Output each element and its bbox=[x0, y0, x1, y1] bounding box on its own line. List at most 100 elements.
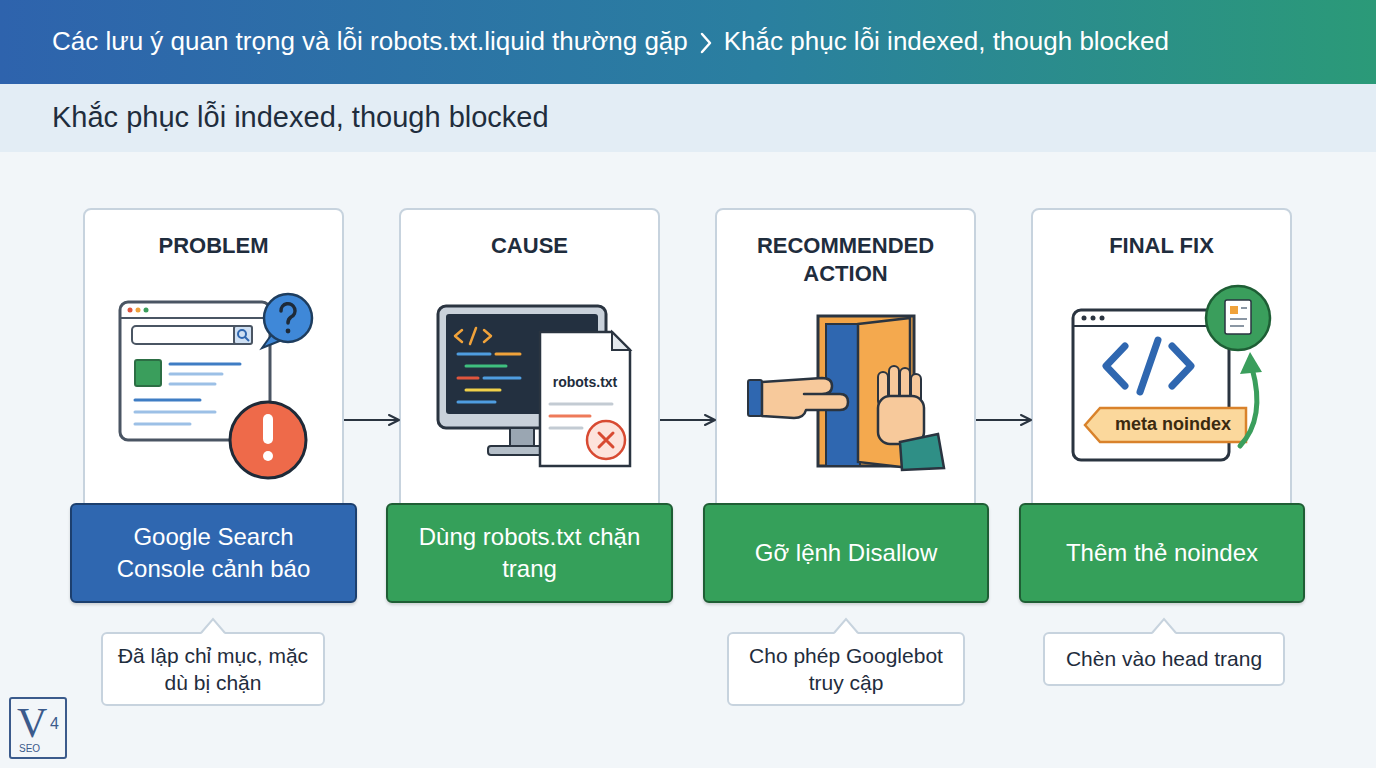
noindex-code-icon bbox=[1230, 306, 1238, 314]
node-text: Đã lập chỉ mục, mặc dù bị chặn bbox=[115, 642, 311, 697]
search-warning-icon bbox=[230, 402, 306, 478]
node-text: Google Search Console cảnh báo bbox=[102, 521, 325, 584]
search-warning-icon bbox=[135, 423, 190, 426]
search-warning-icon bbox=[135, 360, 161, 386]
search-warning-icon bbox=[238, 330, 246, 338]
open-door-icon bbox=[748, 316, 944, 470]
step-label: Thêm thẻ noindex bbox=[1019, 503, 1305, 603]
noindex-code-icon bbox=[1082, 316, 1087, 321]
robots-block-icon bbox=[438, 306, 630, 466]
noindex-code-icon bbox=[1230, 325, 1244, 327]
open-door-icon bbox=[762, 378, 848, 418]
noindex-code-icon bbox=[1100, 316, 1105, 321]
callout-tail bbox=[834, 619, 858, 633]
node-text: Dùng robots.txt chặn trang bbox=[418, 521, 641, 584]
open-door-icon bbox=[826, 324, 860, 466]
breadcrumb-band bbox=[0, 0, 1376, 84]
step-card: FINAL FIX bbox=[1031, 208, 1292, 518]
open-door-icon bbox=[900, 368, 910, 404]
open-door-icon bbox=[748, 380, 762, 416]
robots-block-icon bbox=[466, 365, 506, 368]
noindex-code-icon bbox=[1241, 307, 1247, 309]
search-warning-icon bbox=[135, 411, 215, 414]
noindex-code-icon bbox=[1240, 368, 1257, 446]
robots-block-icon bbox=[540, 332, 630, 466]
robots-block-icon bbox=[510, 428, 534, 446]
callout-note: Cho phép Googlebot truy cập bbox=[727, 632, 965, 706]
callout-tail bbox=[201, 619, 225, 634]
callout-tail bbox=[834, 619, 858, 634]
search-warning-icon bbox=[120, 317, 270, 319]
callout-tail bbox=[201, 619, 225, 633]
page-title: Khắc phục lỗi indexed, though blocked bbox=[52, 101, 549, 134]
node-text: Gỡ lệnh Disallow bbox=[755, 537, 937, 569]
open-door-icon bbox=[900, 434, 944, 470]
callout-tail bbox=[1152, 619, 1176, 633]
search-warning-icon bbox=[264, 294, 312, 342]
node-text: CAUSE bbox=[421, 232, 638, 260]
flow-arrow bbox=[660, 419, 715, 421]
search-warning-icon bbox=[245, 337, 249, 341]
open-door-icon bbox=[889, 366, 899, 404]
search-warning-icon bbox=[136, 308, 141, 313]
callout-note: Chèn vào head trang bbox=[1043, 632, 1285, 686]
noindex-code-icon bbox=[1206, 286, 1270, 350]
search-warning-icon bbox=[120, 302, 270, 440]
open-door-icon bbox=[878, 372, 888, 406]
open-door-icon bbox=[858, 318, 910, 468]
noindex-code-icon bbox=[1073, 310, 1229, 460]
noindex-code-icon bbox=[1073, 325, 1229, 327]
search-warning-icon bbox=[281, 304, 295, 323]
search-warning-icon bbox=[128, 308, 133, 313]
step-card: CAUSE bbox=[399, 208, 660, 518]
search-warning-icon bbox=[144, 308, 149, 313]
step-label: Google Search Console cảnh báo bbox=[70, 503, 357, 603]
robots-block-icon bbox=[438, 306, 606, 428]
step-label: Gỡ lệnh Disallow bbox=[703, 503, 989, 603]
node-text: Thêm thẻ noindex bbox=[1066, 537, 1258, 569]
robots-block-icon bbox=[496, 353, 520, 356]
robots-block-icon bbox=[466, 389, 500, 392]
search-warning-icon bbox=[132, 326, 252, 344]
callout-tail bbox=[201, 619, 1176, 634]
node-text: Chèn vào head trang bbox=[1066, 645, 1262, 672]
watermark-frame bbox=[10, 698, 66, 758]
robots-block-icon bbox=[612, 332, 630, 350]
noindex-code-icon bbox=[1240, 352, 1262, 374]
search-warning-icon bbox=[234, 326, 252, 344]
step-card: RECOMMENDED ACTION bbox=[715, 208, 976, 518]
watermark-text: SEO bbox=[19, 743, 40, 755]
search-warning-icon bbox=[263, 414, 273, 444]
search-warning-icon bbox=[170, 363, 240, 366]
noindex-code-icon bbox=[1073, 286, 1270, 460]
robots-block-icon bbox=[550, 403, 612, 406]
noindex-code-icon bbox=[1106, 340, 1191, 392]
search-warning-icon bbox=[170, 373, 222, 376]
flow-arrow bbox=[344, 419, 399, 421]
noindex-code-icon bbox=[1225, 300, 1251, 334]
search-warning-icon bbox=[170, 383, 215, 386]
flow-arrow bbox=[976, 419, 1031, 421]
robots-block-icon bbox=[550, 427, 582, 430]
robots-block-icon bbox=[458, 377, 478, 380]
node-text: FINAL FIX bbox=[1053, 232, 1270, 260]
robots-block-icon bbox=[458, 401, 495, 404]
noindex-code-icon bbox=[1230, 318, 1247, 320]
open-door-icon bbox=[911, 374, 921, 406]
node-text: RECOMMENDED ACTION bbox=[737, 232, 954, 287]
watermark-number: 4 bbox=[50, 714, 59, 733]
breadcrumb-chevron bbox=[700, 32, 712, 54]
step-label: Dùng robots.txt chặn trang bbox=[386, 503, 673, 603]
open-door-icon bbox=[878, 396, 924, 444]
search-warning-icon bbox=[286, 329, 291, 334]
noindex-code-icon bbox=[1091, 316, 1096, 321]
step-card: PROBLEM bbox=[83, 208, 344, 518]
breadcrumb-chevron bbox=[702, 34, 710, 52]
search-warning-icon bbox=[135, 399, 200, 402]
illustrations bbox=[10, 286, 1270, 758]
robots-block-icon bbox=[455, 328, 491, 344]
title-band: Khắc phục lỗi indexed, though blocked bbox=[0, 84, 1376, 152]
watermark-frame bbox=[10, 698, 66, 758]
